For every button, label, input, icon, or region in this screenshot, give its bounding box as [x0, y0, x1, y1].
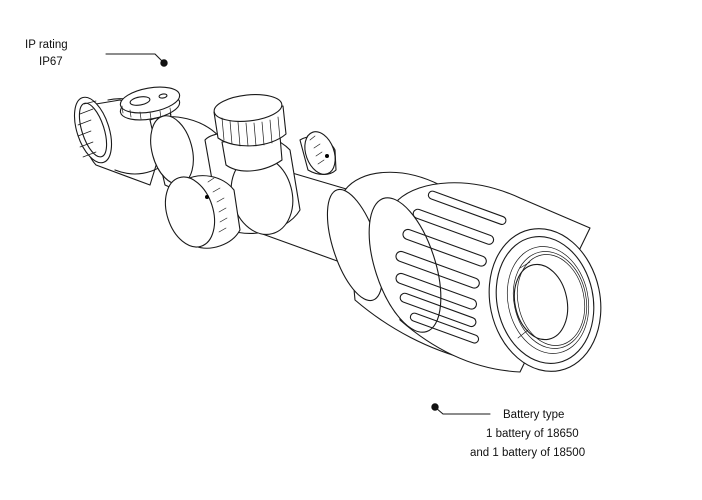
- ip-rating-value: IP67: [39, 56, 63, 68]
- eyepiece: [73, 96, 179, 186]
- windage-turret: [299, 131, 337, 176]
- battery-type-title: Battery type: [503, 409, 565, 421]
- objective-lens: [488, 228, 602, 372]
- battery-leader: [431, 403, 491, 415]
- battery-type-line-2: and 1 battery of 18500: [470, 447, 586, 459]
- ip-rating-leader: [105, 53, 168, 67]
- side-focus-knob: [164, 175, 241, 249]
- elevation-turret: [213, 94, 287, 172]
- control-dial: [119, 86, 181, 121]
- battery-type-line-1: 1 battery of 18650: [486, 428, 579, 440]
- scope-body: [149, 115, 231, 196]
- ip-rating-title: IP rating: [25, 39, 68, 51]
